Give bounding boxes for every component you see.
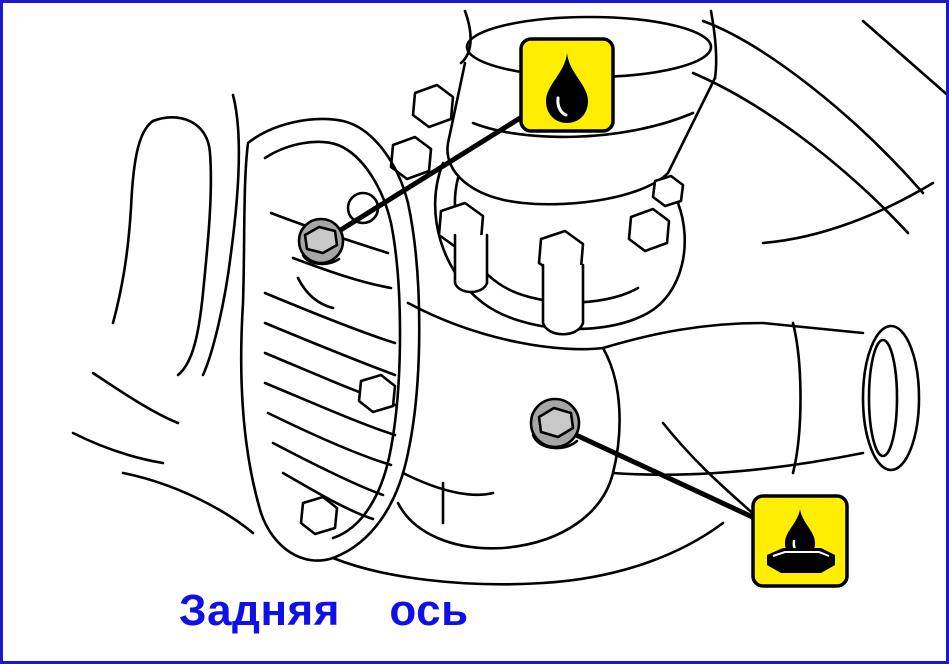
cover-bolts [299,191,397,536]
driveshaft-pipe [446,9,718,206]
diagram-caption: Задняя ось [179,586,469,635]
axle-tube-flange [791,321,921,475]
axle-housing-background [661,19,946,525]
hand-outline [71,93,255,535]
rear-axle-illustration [71,9,946,588]
leader-lines [320,112,764,524]
differential-cover [239,117,421,562]
flange-bolts [389,83,685,336]
oil-drop-icon [519,37,615,133]
axle-housing-body [331,301,865,586]
oil-drain-pan-icon [751,494,849,588]
drain-plug [529,397,581,450]
fill-plug [297,217,345,266]
